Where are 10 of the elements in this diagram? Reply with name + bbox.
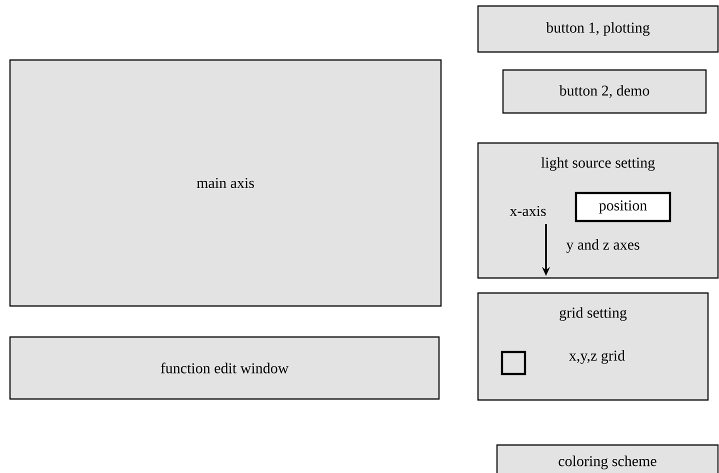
button-box: button 2, demo: [502, 69, 707, 114]
checkbox: [500, 350, 526, 376]
text-field: position: [574, 192, 672, 222]
button-box: coloring scheme: [496, 444, 719, 473]
button-box: button 1, plotting: [477, 5, 719, 53]
text-label: x,y,z grid: [569, 350, 625, 364]
plot-area-box: main axis: [9, 59, 442, 307]
text-label: x-axis: [510, 206, 546, 216]
window-box: function edit window: [9, 336, 440, 400]
text-label: y and z axes: [566, 239, 640, 253]
